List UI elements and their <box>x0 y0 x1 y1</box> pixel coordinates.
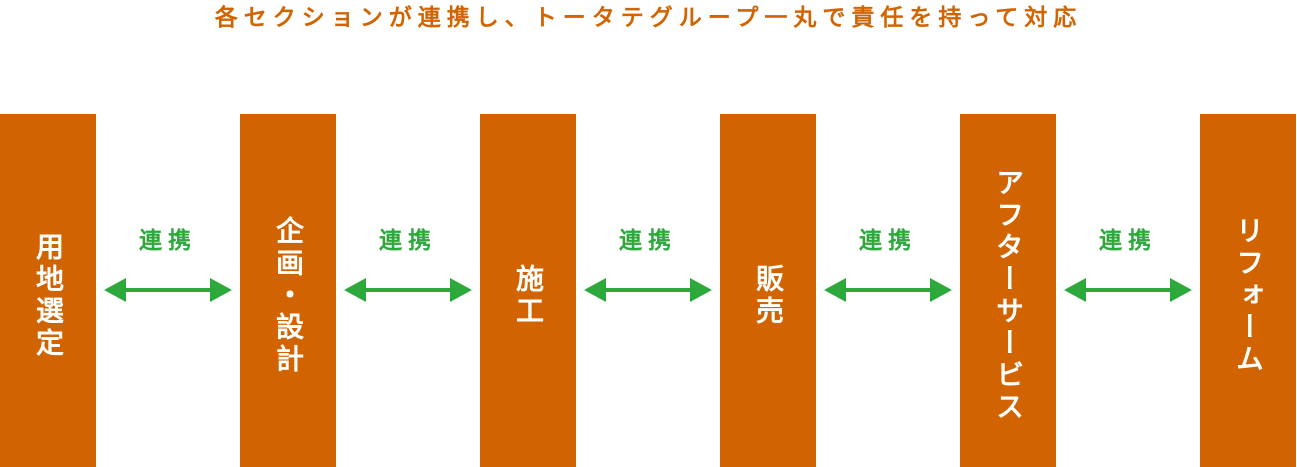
headline: 各セクションが連携し、トータテグループ一丸で責任を持って対応 <box>214 5 1083 31</box>
link-label: 連携 <box>1099 228 1157 254</box>
stage-label: 企画・設計 <box>272 215 305 376</box>
stage-land-selection: 用地選定 <box>0 114 96 467</box>
double-arrow-icon <box>104 278 232 302</box>
link-label: 連携 <box>859 228 917 254</box>
stage-sales: 販売 <box>720 114 816 467</box>
link-2: 連携 <box>336 224 480 304</box>
link-label: 連携 <box>619 228 677 254</box>
double-arrow-icon <box>824 278 952 302</box>
stage-label: リフォーム <box>1232 215 1265 376</box>
stage-construction: 施工 <box>480 114 576 467</box>
double-arrow-icon <box>1064 278 1192 302</box>
stage-reform: リフォーム <box>1200 114 1296 467</box>
stage-after-service: アフターサービス <box>960 114 1056 467</box>
stage-label: 施工 <box>512 263 545 328</box>
stage-planning-design: 企画・設計 <box>240 114 336 467</box>
stage-label: 販売 <box>752 263 785 328</box>
flow-diagram: 用地選定 連携 企画・設計 連携 施工 連携 販売 連携 <box>0 114 1297 467</box>
double-arrow-icon <box>584 278 712 302</box>
stage-label: 用地選定 <box>32 231 65 360</box>
link-5: 連携 <box>1056 224 1200 304</box>
link-1: 連携 <box>96 224 240 304</box>
double-arrow-icon <box>344 278 472 302</box>
stage-label: アフターサービス <box>992 167 1025 424</box>
link-3: 連携 <box>576 224 720 304</box>
link-label: 連携 <box>139 228 197 254</box>
link-label: 連携 <box>379 228 437 254</box>
link-4: 連携 <box>816 224 960 304</box>
